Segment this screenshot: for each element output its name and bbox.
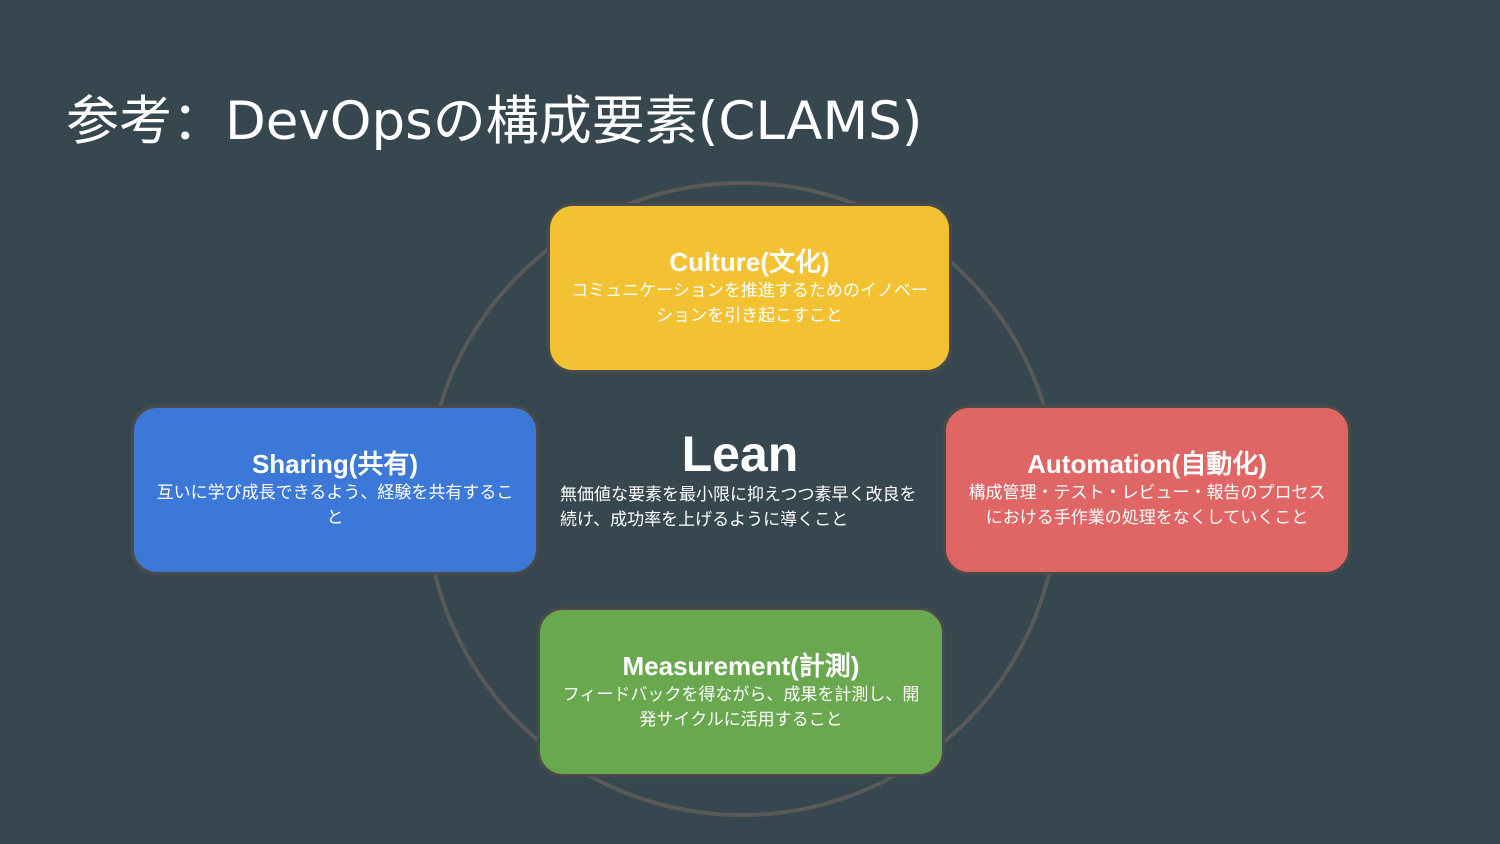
culture-description: コミュニケーションを推進するためのイノベーションを引き起こすこと <box>571 281 928 326</box>
center-title: Lean <box>681 426 799 482</box>
culture-box: Culture(文化) コミュニケーションを推進するためのイノベーションを引き起… <box>547 203 952 373</box>
sharing-description: 互いに学び成長できるよう、経験を共有すること <box>156 483 514 528</box>
slide-title: 参考：DevOpsの構成要素(CLAMS) <box>66 91 923 152</box>
automation-title: Automation(自動化) <box>1027 449 1267 479</box>
center-description: 無価値な要素を最小限に抑えつつ素早く改良を続け、成功率を上げるように導くこと <box>560 485 917 530</box>
sharing-box: Sharing(共有) 互いに学び成長できるよう、経験を共有すること <box>131 405 539 575</box>
measurement-title: Measurement(計測) <box>622 651 860 681</box>
measurement-box: Measurement(計測) フィードバックを得ながら、成果を計測し、開発サイ… <box>537 607 945 777</box>
sharing-title: Sharing(共有) <box>251 449 419 479</box>
automation-box: Automation(自動化) 構成管理・テスト・レビュー・報告のプロセスにおけ… <box>943 405 1351 575</box>
automation-description: 構成管理・テスト・レビュー・報告のプロセスにおける手作業の処理をなくしていくこと <box>968 483 1326 528</box>
measurement-description: フィードバックを得ながら、成果を計測し、開発サイクルに活用すること <box>562 685 920 730</box>
culture-title: Culture(文化) <box>669 247 830 277</box>
